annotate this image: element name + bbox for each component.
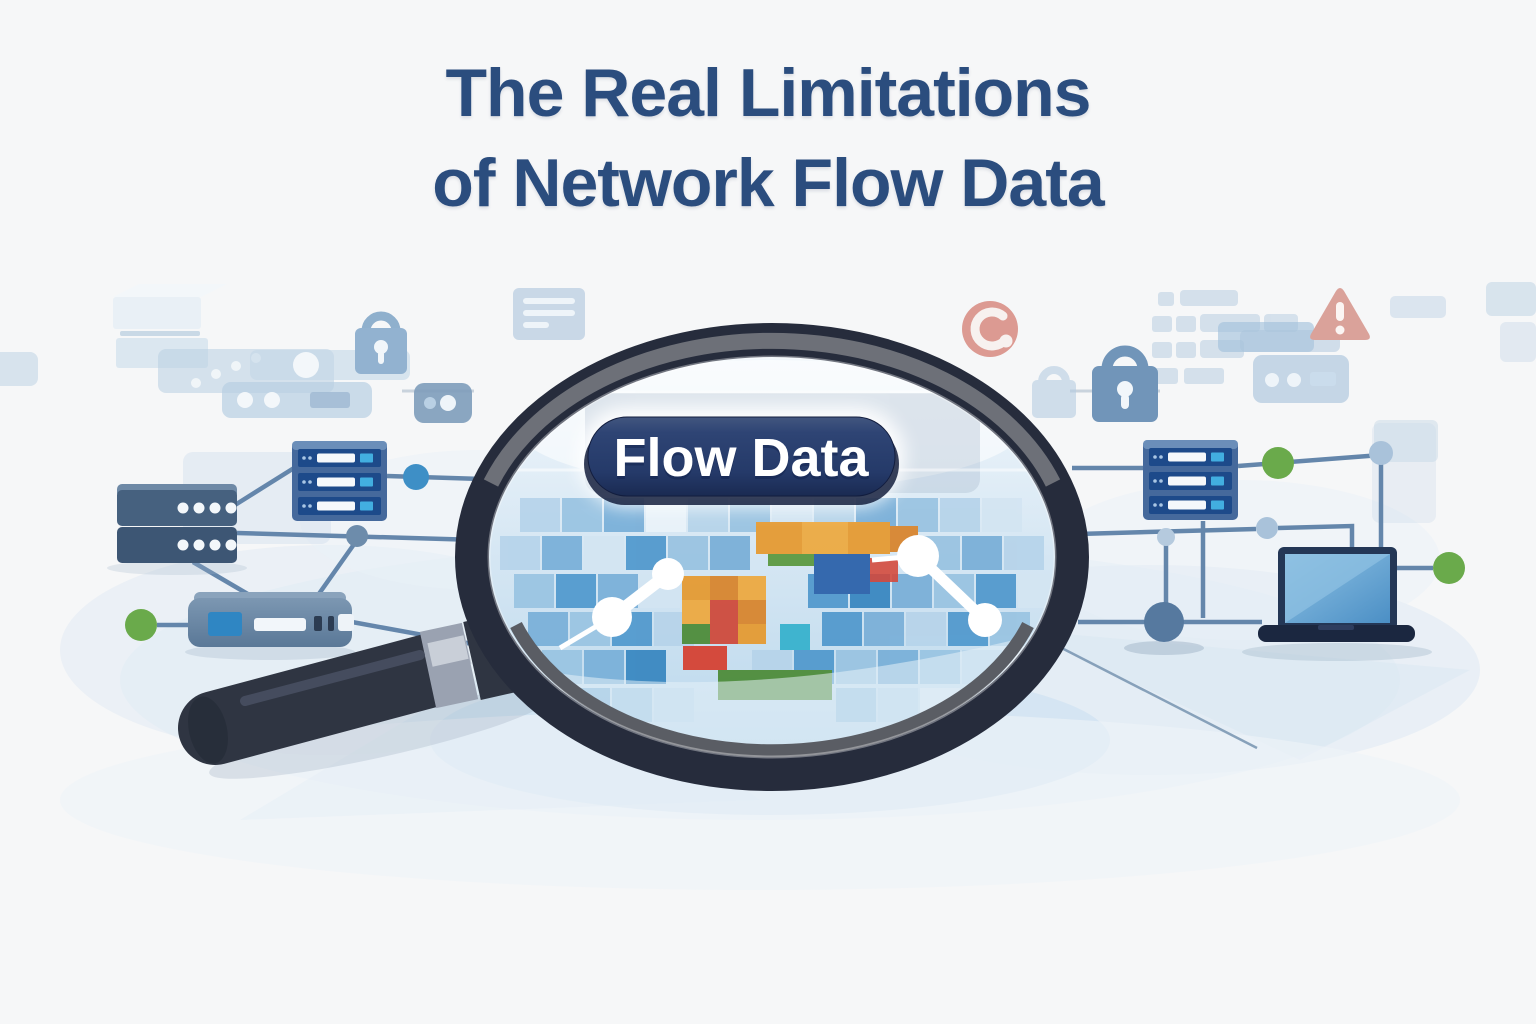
green-node — [1433, 552, 1465, 584]
light-node — [1369, 441, 1393, 465]
refresh-icon — [962, 301, 1018, 357]
steel-node — [1144, 602, 1184, 642]
green-node — [1262, 447, 1294, 479]
blue-node — [403, 464, 429, 490]
handle-silver-band — [419, 622, 479, 709]
green-node — [125, 609, 157, 641]
message-card-icon — [513, 288, 585, 340]
light-node — [1256, 517, 1278, 539]
faded-topright-decor — [962, 282, 1536, 523]
server-stack-icon — [117, 484, 237, 563]
faded-router-icon — [1253, 355, 1349, 403]
title-line-2: of Network Flow Data — [432, 145, 1104, 221]
light-node — [1157, 528, 1175, 546]
lock-icon — [355, 311, 407, 374]
steel-node — [346, 525, 368, 547]
right-network-cluster — [1045, 440, 1465, 750]
trend-points — [558, 535, 1002, 651]
diagonal-pointer-line — [1045, 638, 1258, 750]
faded-modem-icon — [414, 383, 472, 423]
warning-icon — [1310, 288, 1370, 340]
laptop-icon — [1258, 547, 1415, 642]
magnifier-lens: Flow Data Flow Data — [455, 323, 1089, 791]
title-line-1: The Real Limitations — [445, 55, 1092, 131]
faded-topleft-decor — [0, 284, 585, 423]
box-stack-icon — [113, 284, 227, 297]
faded-lock-icon — [1032, 366, 1076, 418]
page-title: The Real Limitations of Network Flow Dat… — [0, 48, 1536, 228]
left-network-cluster — [107, 441, 506, 660]
server-rack-icon — [292, 441, 387, 521]
pill-label-shadow: Flow Data — [613, 431, 869, 491]
server-rack-icon — [1143, 440, 1238, 520]
router-icon — [188, 592, 354, 647]
flow-data-pill: Flow Data Flow Data — [578, 407, 905, 506]
pill-label: Flow Data — [613, 428, 869, 488]
faded-router-icon — [222, 382, 372, 418]
lock-icon — [1092, 345, 1158, 422]
lens-rim — [455, 323, 1089, 791]
